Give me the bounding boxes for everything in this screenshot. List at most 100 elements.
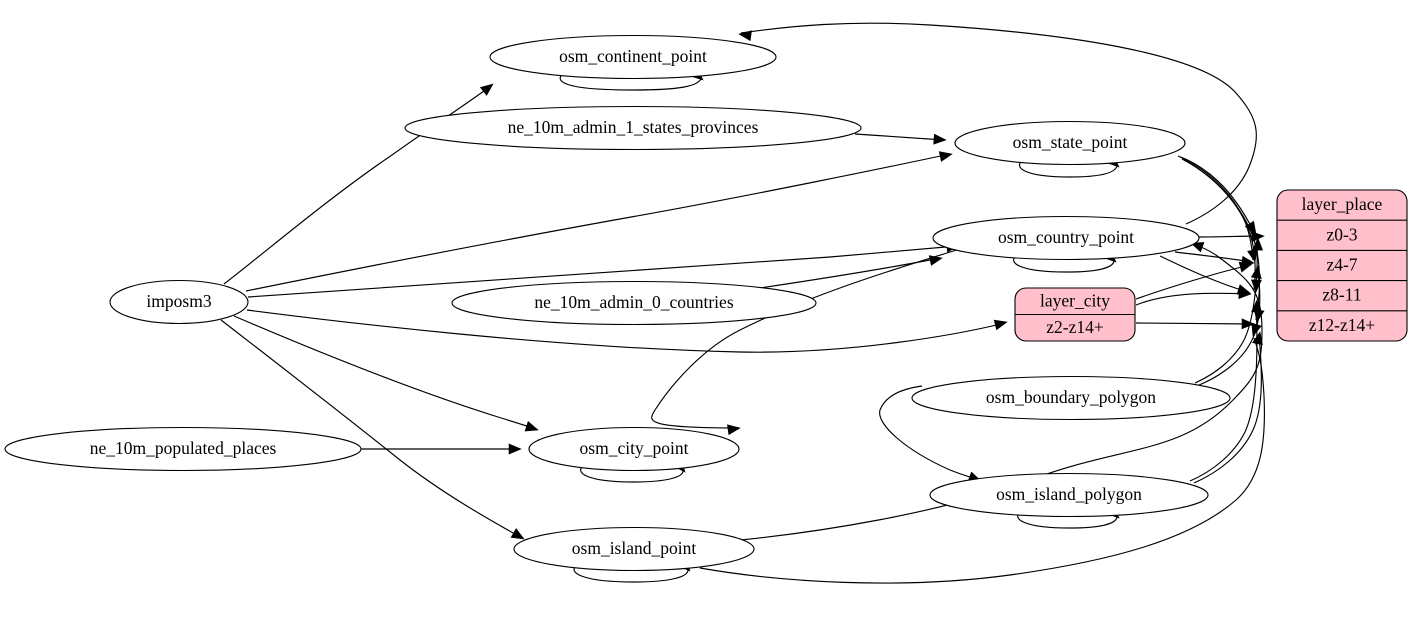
edge-osm_country_point-to-osm_continent_point — [740, 22, 1257, 225]
edge-imposm3-to-osm_state_point — [245, 153, 951, 292]
edges-layer — [220, 22, 1265, 584]
edge-layer_city-to-layer_place_z12 — [1135, 322, 1253, 325]
arrowhead-triangle — [938, 151, 953, 162]
node-shape-osm_island_polygon — [929, 472, 1209, 518]
node-label-ne_10m_admin_0_countries: ne_10m_admin_0_countries — [534, 292, 733, 312]
arrowhead-triangle — [510, 528, 525, 540]
node-label-osm_state_point: osm_state_point — [1013, 132, 1128, 152]
node-osm_boundary_polygon[interactable]: osm_boundary_polygon — [911, 375, 1231, 421]
edge-osm_island_point-to-osm_island_polygon — [699, 337, 1265, 584]
arrowhead-ar6 — [510, 528, 525, 540]
arrowhead-triangle — [1252, 331, 1263, 346]
node-label-osm_city_point: osm_city_point — [580, 438, 689, 458]
arrowhead-ar26 — [1250, 265, 1262, 279]
arrowhead-triangle — [993, 319, 1008, 331]
node-osm_state_point[interactable]: osm_state_point — [954, 120, 1186, 166]
node-ne_10m_admin_1_states_provinces[interactable]: ne_10m_admin_1_states_provinces — [404, 105, 862, 151]
record-row-label-layer_place_z4_7[interactable]: z4-7 — [1326, 255, 1357, 275]
record-row-label-layer_city_z2[interactable]: z2-z14+ — [1046, 317, 1104, 337]
record-row-label-layer_place_z8_11[interactable]: z8-11 — [1322, 285, 1361, 305]
node-shape-ne_10m_admin_0_countries — [451, 280, 817, 326]
records-layer: layer_place z0-3 z4-7 z8-11 z12-z14+ layer_ci… — [1014, 189, 1408, 342]
arrowhead-ar18 — [1238, 261, 1253, 273]
arrowhead-ar23 — [1250, 279, 1262, 293]
node-label-osm_island_polygon: osm_island_polygon — [996, 484, 1142, 504]
edge-osm_boundary_polygon-to-layer_place_z4_7 — [1198, 267, 1261, 386]
node-ne_10m_admin_0_countries[interactable]: ne_10m_admin_0_countries — [451, 280, 817, 326]
arrowhead-ar22 — [1247, 248, 1258, 263]
node-shape-osm_country_point — [932, 215, 1200, 261]
node-label-ne_10m_admin_1_states_provinces: ne_10m_admin_1_states_provinces — [508, 117, 759, 137]
record-row-label-layer_city_title[interactable]: layer_city — [1040, 290, 1110, 310]
node-shape-ne_10m_admin_1_states_provinces — [404, 105, 862, 151]
arrowhead-ar21 — [1244, 220, 1257, 235]
arrowhead-ar27 — [1251, 299, 1263, 313]
record-row-label-layer_place_title[interactable]: layer_place — [1302, 194, 1383, 214]
node-label-osm_country_point: osm_country_point — [998, 227, 1134, 247]
arrowhead-triangle — [1238, 288, 1252, 300]
arrowhead-triangle — [508, 443, 522, 455]
arrowhead-triangle — [1252, 237, 1264, 251]
nodes-layer: imposm3 osm_continent_point ne_10m_admin_1… — [4, 34, 1231, 572]
arrowhead-ar5 — [524, 421, 539, 432]
arrowhead-triangle — [1250, 265, 1262, 279]
edge-osm_island_point-to-osm_country_point — [740, 243, 1263, 541]
arrowhead-triangle — [1244, 220, 1257, 235]
arrowhead-triangle — [1251, 322, 1262, 337]
edge-ne_10m_admin_1_states_provinces-to-osm_state_point — [854, 133, 945, 141]
arrowhead-ar29 — [738, 30, 752, 42]
node-shape-ne_10m_populated_places — [4, 426, 362, 472]
node-shape-osm_city_point — [528, 426, 740, 472]
arrowhead-ar2 — [938, 151, 953, 162]
arrowhead-ar19 — [1238, 288, 1252, 300]
record-row-label-layer_place_z0_3[interactable]: z0-3 — [1326, 224, 1357, 244]
node-label-osm_continent_point: osm_continent_point — [559, 46, 707, 66]
arrowhead-triangle — [1251, 299, 1263, 313]
node-shape-osm_continent_point — [489, 34, 777, 80]
edge-imposm3-to-osm_continent_point — [223, 85, 492, 285]
edge-osm_country_point-to-osm_country_point — [1013, 253, 1115, 273]
arrowhead-triangle — [933, 133, 947, 145]
edge-imposm3-to-osm_city_point — [233, 315, 537, 430]
record-row-label-layer_place_z12[interactable]: z12-z14+ — [1309, 315, 1375, 335]
edge-osm_city_point-to-osm_city_point — [580, 463, 684, 483]
node-osm_city_point[interactable]: osm_city_point — [528, 426, 740, 472]
arrowhead-triangle — [928, 255, 943, 266]
edge-osm_state_point-to-osm_state_point — [1018, 158, 1118, 178]
node-label-imposm3: imposm3 — [146, 291, 211, 311]
edge-layer_city-to-layer_place_z8_11 — [1135, 292, 1250, 306]
edge-osm_island_polygon-to-osm_island_polygon — [1017, 509, 1118, 529]
edge-imposm3-to-osm_country_point — [247, 245, 958, 298]
arrowhead-triangle — [524, 421, 539, 432]
record-node-layer_place[interactable]: layer_place z0-3 z4-7 z8-11 z12-z14+ — [1276, 189, 1408, 342]
edge-osm_continent_point-to-osm_continent_point — [559, 71, 702, 91]
node-ne_10m_populated_places[interactable]: ne_10m_populated_places — [4, 426, 362, 472]
arrowhead-ar7 — [933, 133, 947, 145]
node-osm_island_point[interactable]: osm_island_point — [513, 526, 755, 572]
arrowhead-ar28 — [1252, 331, 1263, 346]
arrowhead-triangle — [1238, 261, 1253, 273]
edge-osm_island_point-to-osm_island_point — [573, 563, 689, 583]
arrowhead-triangle — [1247, 248, 1258, 263]
arrowhead-ar8 — [508, 443, 522, 455]
node-shape-osm_island_point — [513, 526, 755, 572]
arrowhead-triangle — [1250, 279, 1262, 293]
arrowhead-triangle — [1241, 318, 1255, 330]
edge-imposm3-to-osm_island_point — [220, 319, 523, 539]
arrowhead-triangle — [479, 83, 494, 96]
node-osm_island_polygon[interactable]: osm_island_polygon — [929, 472, 1209, 518]
arrowhead-ar4 — [993, 319, 1008, 331]
arrowhead-ar20 — [1241, 318, 1255, 330]
node-osm_continent_point[interactable]: osm_continent_point — [489, 34, 777, 80]
arrowhead-ar31 — [1251, 322, 1262, 337]
arrowhead-ar30 — [1190, 242, 1205, 253]
edge-osm_boundary_polygon-to-layer_place_z0_3 — [1194, 239, 1258, 384]
arrowhead-triangle — [1190, 242, 1205, 253]
node-label-osm_boundary_polygon: osm_boundary_polygon — [986, 387, 1156, 407]
record-node-layer_city[interactable]: layer_city z2-z14+ — [1014, 287, 1136, 342]
arrowhead-ar25 — [1252, 237, 1264, 251]
node-imposm3[interactable]: imposm3 — [109, 279, 249, 325]
node-osm_country_point[interactable]: osm_country_point — [932, 215, 1200, 261]
edge-osm_boundary_polygon-to-osm_island_polygon — [879, 385, 980, 481]
node-label-ne_10m_populated_places: ne_10m_populated_places — [90, 438, 277, 458]
